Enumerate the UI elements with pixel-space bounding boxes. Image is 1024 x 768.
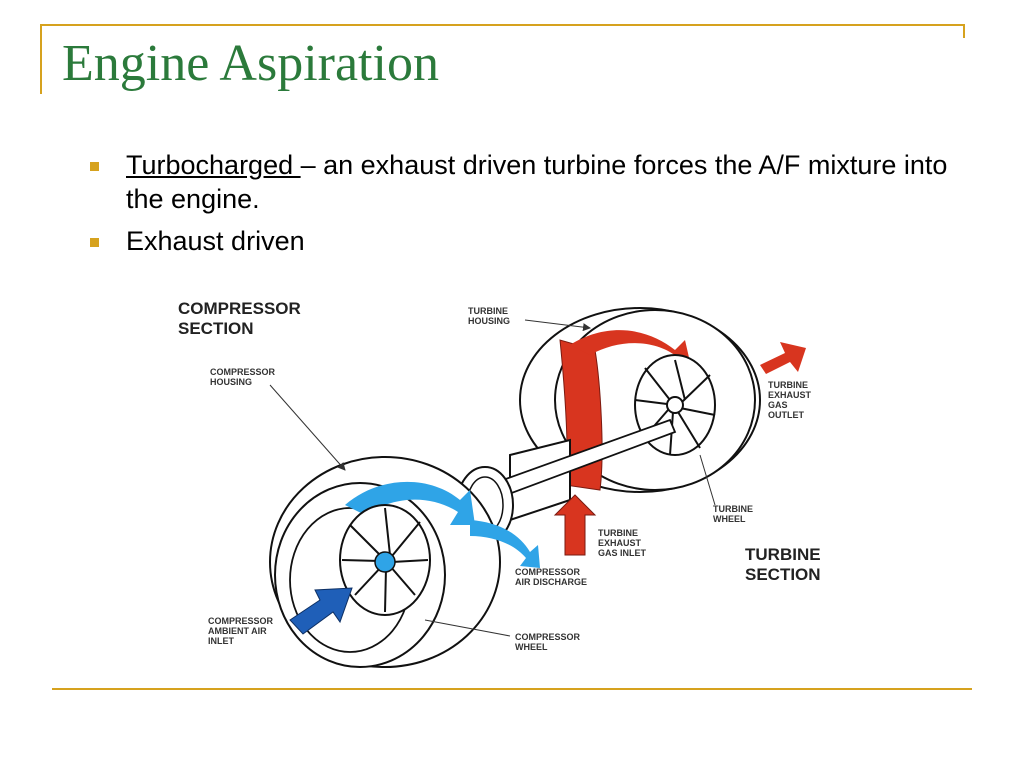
air-swirl-arrow xyxy=(345,481,475,525)
turbine-exhaust-gas-inlet-label: TURBINE EXHAUST GAS INLET xyxy=(598,528,647,558)
square-bullet-icon xyxy=(90,162,99,171)
turbocharger-diagram: COMPRESSOR SECTION TURBINE SECTION TURBI… xyxy=(170,290,870,680)
leader-turbine-housing xyxy=(524,319,591,332)
compressor-ambient-air-inlet-label: COMPRESSOR AMBIENT AIR INLET xyxy=(208,616,276,646)
compressor-section-label: COMPRESSOR SECTION xyxy=(178,299,306,338)
exhaust-outlet-arrow xyxy=(760,342,806,374)
turbine-wheel-label: TURBINE WHEEL xyxy=(713,504,756,524)
bullet-item-exhaust-driven: Exhaust driven xyxy=(88,224,948,258)
exhaust-inlet-arrow xyxy=(553,494,597,556)
compressor-wheel-drawing xyxy=(339,504,431,616)
turbine-housing-label: TURBINE HOUSING xyxy=(468,306,511,326)
leader-turbine-wheel xyxy=(699,454,716,506)
slide-title: Engine Aspiration xyxy=(62,35,439,92)
turbocharger-illustration: COMPRESSOR SECTION TURBINE SECTION TURBI… xyxy=(178,299,825,668)
leader-compressor-housing xyxy=(269,384,346,471)
square-bullet-icon xyxy=(90,238,99,247)
compressor-air-discharge-label: COMPRESSOR AIR DISCHARGE xyxy=(515,567,587,587)
frame-right-line xyxy=(963,24,965,38)
compressor-housing-label: COMPRESSOR HOUSING xyxy=(210,367,278,387)
bullet-list: Turbocharged – an exhaust driven turbine… xyxy=(88,148,948,266)
frame-bottom-line xyxy=(52,688,972,690)
exhaust-swirl-arrow xyxy=(570,330,690,368)
air-discharge-arrow xyxy=(470,520,540,568)
leader-compressor-wheel xyxy=(424,619,511,637)
turbine-exhaust-gas-outlet-label: TURBINE EXHAUST GAS OUTLET xyxy=(768,380,814,420)
frame-top-line xyxy=(40,24,965,26)
bullet-item-turbocharged: Turbocharged – an exhaust driven turbine… xyxy=(88,148,948,216)
bullet-text: Exhaust driven xyxy=(126,226,305,256)
compressor-wheel-label: COMPRESSOR WHEEL xyxy=(515,632,583,652)
turbine-section-label: TURBINE SECTION xyxy=(745,545,825,584)
intake-air-arrow xyxy=(289,587,353,635)
bullet-text: – an exhaust driven turbine forces the A… xyxy=(126,150,948,214)
frame-left-line xyxy=(40,24,42,94)
bullet-term: Turbocharged xyxy=(126,150,301,180)
